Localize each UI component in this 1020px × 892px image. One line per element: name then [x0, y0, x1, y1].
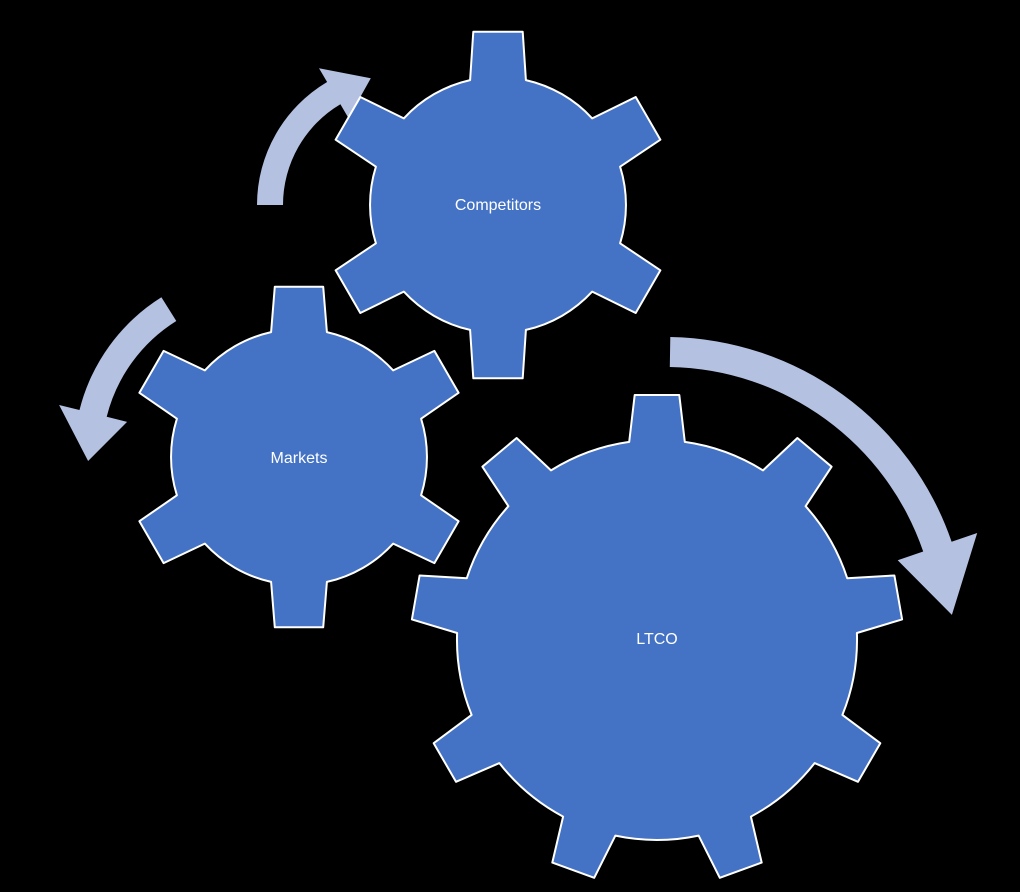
curved-arrow-icon [669, 337, 978, 615]
gears-layer: Competitors Markets LTCO [138, 30, 904, 879]
curved-arrow-icon [59, 297, 177, 461]
gear-competitors-label: Competitors [455, 197, 541, 214]
gear-competitors-shape [334, 30, 662, 380]
gear-markets: Markets [138, 285, 460, 629]
gear-markets-shape [138, 285, 460, 629]
curved-arrow-icon [257, 68, 371, 205]
gear-ltco-label: LTCO [636, 631, 677, 648]
arrows-layer [59, 68, 978, 615]
gear-markets-label: Markets [271, 450, 328, 467]
gear-ltco-shape [410, 394, 904, 879]
gear-competitors: Competitors [334, 30, 662, 380]
gear-ltco: LTCO [410, 394, 904, 879]
